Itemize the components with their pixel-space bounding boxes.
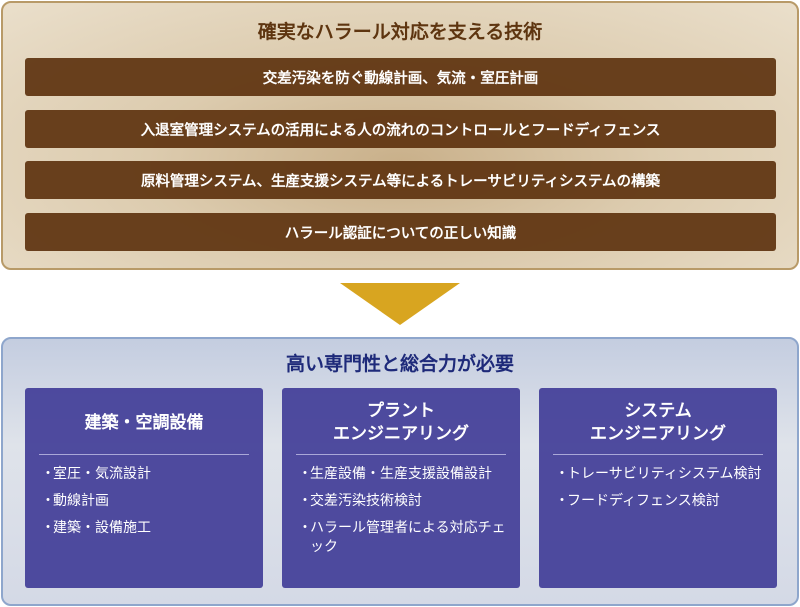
- card-system-engineering: システム エンジニアリング トレーサビリティシステム検討フードディフェンス検討: [539, 388, 777, 588]
- card-title: プラント エンジニアリング: [282, 392, 520, 454]
- card-title-text: プラント エンジニアリング: [333, 401, 469, 444]
- down-arrow-icon: [340, 283, 460, 325]
- panel-title: 高い専門性と総合力が必要: [285, 353, 514, 375]
- panel-title: 確実なハラール対応を支える技術: [257, 21, 543, 43]
- technology-item: 原料管理システム、生産支援システム等によるトレーサビリティシステムの構築: [25, 161, 776, 199]
- divider: [39, 454, 249, 455]
- divider: [296, 454, 506, 455]
- list-item: 生産設備・生産支援設備設計: [298, 465, 510, 484]
- list-item: 動線計画: [41, 492, 253, 511]
- card-title: システム エンジニアリング: [539, 392, 777, 454]
- technology-item: 入退室管理システムの活用による人の流れのコントロールとフードディフェンス: [25, 110, 776, 148]
- list-item: フードディフェンス検討: [555, 492, 767, 511]
- expertise-panel: 高い専門性と総合力が必要 建築・空調設備 室圧・気流設計動線計画建築・設備施工 …: [1, 337, 799, 606]
- technology-item: ハラール認証についての正しい知識: [25, 213, 776, 251]
- technology-panel: 確実なハラール対応を支える技術 交差汚染を防ぐ動線計画、気流・室圧計画 入退室管…: [1, 1, 799, 270]
- card-plant-engineering: プラント エンジニアリング 生産設備・生産支援設備設計交差汚染技術検討ハラール管…: [282, 388, 520, 588]
- card-title-text: システム エンジニアリング: [590, 401, 726, 444]
- divider: [553, 454, 763, 455]
- list-item: 室圧・気流設計: [41, 465, 253, 484]
- card-architecture: 建築・空調設備 室圧・気流設計動線計画建築・設備施工: [25, 388, 263, 588]
- card-title: 建築・空調設備: [84, 412, 204, 433]
- technology-item: 交差汚染を防ぐ動線計画、気流・室圧計画: [25, 58, 776, 96]
- list-item: 建築・設備施工: [41, 519, 253, 538]
- list-item: トレーサビリティシステム検討: [555, 465, 767, 484]
- list-item: 交差汚染技術検討: [298, 492, 510, 511]
- list-item: ハラール管理者による対応チェック: [298, 519, 510, 557]
